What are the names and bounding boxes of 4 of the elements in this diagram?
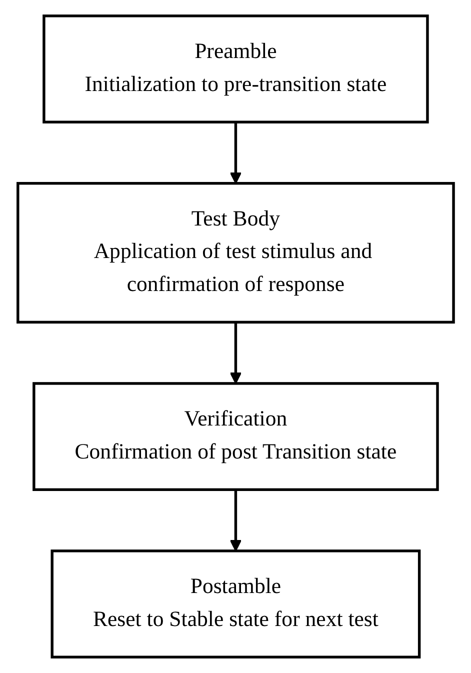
process-box: Verification Confirmation of post Transition state: [32, 382, 439, 491]
process-box: Test Body Application of test stimulus and confirmation of response: [16, 182, 455, 324]
process-box: Postamble Reset to Stable state for next test: [50, 550, 420, 658]
process-box: Preamble Initialization to pre-transition state: [42, 14, 429, 124]
